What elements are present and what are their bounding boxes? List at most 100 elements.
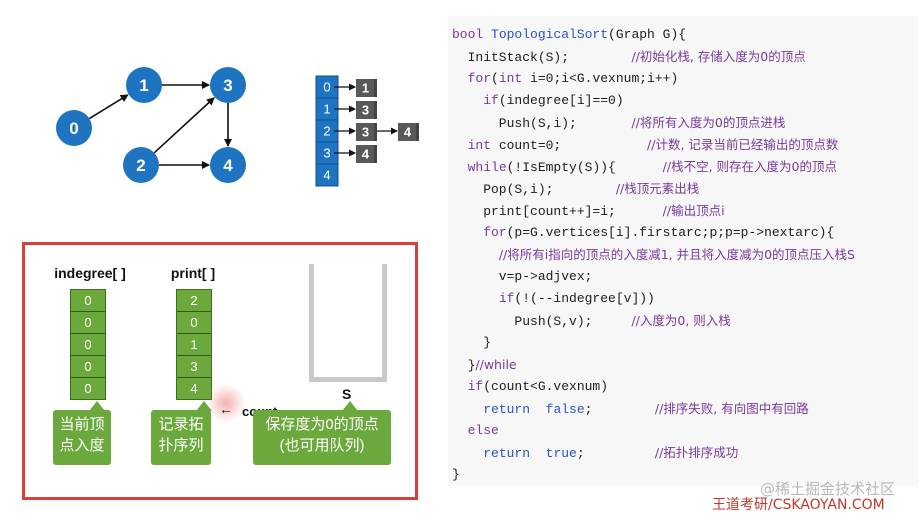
adj-neighbor-node xyxy=(356,123,377,141)
adj-neighbor-label: 3 xyxy=(362,125,369,140)
print-caption: 记录拓 扑序列 xyxy=(151,410,211,465)
stack-left-wall xyxy=(309,264,314,382)
code-token: (Graph G){ xyxy=(608,27,687,42)
code-token: print[count++]=i; xyxy=(452,204,663,219)
code-line: else xyxy=(452,420,499,442)
code-token xyxy=(530,402,546,417)
code-token xyxy=(452,291,499,306)
code-token: //初始化栈, 存储入度为0的顶点 xyxy=(631,49,806,64)
indegree-title: indegree[ ] xyxy=(54,265,126,281)
code-token: else xyxy=(467,423,499,438)
code-token: int xyxy=(467,138,492,153)
graph-node-4 xyxy=(210,147,246,183)
count-highlight xyxy=(206,383,246,423)
print-title: print[ ] xyxy=(170,265,216,281)
indegree-cell: 0 xyxy=(71,334,105,356)
algorithm-state-panel xyxy=(22,242,418,500)
code-line: Push(S,v); //入度为0, 则入栈 xyxy=(452,310,731,332)
code-token: (!IsEmpty(S)){ xyxy=(506,160,663,175)
code-token: } xyxy=(452,358,476,373)
print-caption-line: 记录拓 xyxy=(158,416,204,433)
print-cell: 4 xyxy=(177,378,211,399)
adj-vertex-cell xyxy=(315,163,339,187)
code-token: if xyxy=(467,379,484,394)
wangdao-watermark: 王道考研/CSKAOYAN.COM xyxy=(712,497,885,513)
graph-node-label: 1 xyxy=(139,76,148,95)
code-token: InitStack(S); xyxy=(452,50,632,65)
adj-next-field xyxy=(374,145,377,163)
stack-callout-pointer xyxy=(342,401,358,411)
adj-vertex-label: 4 xyxy=(323,168,330,183)
code-token: count=0; xyxy=(491,138,648,153)
code-line: v=p->adjvex; xyxy=(452,266,593,288)
adj-vertex-label: 0 xyxy=(323,80,330,95)
code-token xyxy=(452,248,499,263)
code-token: } xyxy=(452,467,460,482)
adj-neighbor-node xyxy=(356,145,377,163)
code-token: Push(S,v); xyxy=(452,314,632,329)
graph-node-label: 3 xyxy=(223,76,232,95)
code-token xyxy=(452,446,483,461)
code-token: bool xyxy=(452,27,492,42)
stack-bottom xyxy=(309,377,387,382)
adj-vertex-label: 1 xyxy=(323,102,330,117)
adj-neighbor-node xyxy=(356,79,377,97)
code-line: bool TopologicalSort(Graph G){ xyxy=(452,24,686,46)
code-token: //将所有入度为0的顶点进栈 xyxy=(631,115,786,130)
graph-node-3 xyxy=(210,67,246,103)
code-token: //计数, 记录当前已经输出的顶点数 xyxy=(647,137,839,152)
code-line: InitStack(S); //初始化栈, 存储入度为0的顶点 xyxy=(452,46,806,68)
stack-caption-line: 保存度为0的顶点 xyxy=(265,416,379,433)
adj-neighbor-label: 3 xyxy=(362,103,369,118)
stack-label: S xyxy=(342,386,352,402)
code-line: Pop(S,i); //栈顶元素出栈 xyxy=(452,178,699,200)
code-token: Pop(S,i); xyxy=(452,182,616,197)
adj-neighbor-label: 1 xyxy=(362,81,369,96)
indegree-cell: 0 xyxy=(71,290,105,312)
code-token: false xyxy=(545,402,585,417)
indegree-callout-pointer xyxy=(89,401,105,411)
code-token xyxy=(452,423,468,438)
indegree-caption-line: 当前顶 xyxy=(59,416,105,433)
graph-node-label: 4 xyxy=(223,156,233,175)
code-token: for xyxy=(467,71,492,86)
code-token: //入度为0, 则入栈 xyxy=(631,313,731,328)
code-token xyxy=(452,160,468,175)
code-token: while xyxy=(467,160,507,175)
code-token: (p=G.vertices[i].firstarc;p;p=p->nextarc… xyxy=(506,225,835,240)
code-token: int xyxy=(498,71,523,86)
code-token: //拓扑排序成功 xyxy=(654,445,739,460)
code-token: return xyxy=(483,402,531,417)
stack-caption: 保存度为0的顶点 (也可用队列) xyxy=(253,410,391,465)
indegree-cell: 0 xyxy=(71,312,105,334)
code-token: //排序失败, 有向图中有回路 xyxy=(654,401,809,416)
code-token: i=0;i<G.vexnum;i++) xyxy=(522,71,679,86)
code-token: (count<G.vexnum) xyxy=(483,379,609,394)
code-token: v=p->adjvex; xyxy=(452,269,593,284)
code-token: //栈不空, 则存在入度为0的顶点 xyxy=(662,159,837,174)
code-token xyxy=(452,225,483,240)
code-token: ( xyxy=(491,71,499,86)
code-token: //while xyxy=(475,357,517,372)
graph-node-1 xyxy=(126,67,162,103)
code-line: //将所有i指向的顶点的入度减1, 并且将入度减为0的顶点压入栈S xyxy=(452,244,855,266)
graph-edge-2-3 xyxy=(153,97,215,154)
code-token xyxy=(530,446,546,461)
adj-neighbor-node xyxy=(398,123,419,141)
adj-next-field xyxy=(374,123,377,141)
code-token: ; xyxy=(584,402,655,417)
print-cell: 3 xyxy=(177,356,211,378)
adj-vertex-label: 3 xyxy=(323,146,330,161)
code-line: int count=0; //计数, 记录当前已经输出的顶点数 xyxy=(452,134,839,156)
code-line: for(int i=0;i<G.vexnum;i++) xyxy=(452,68,679,90)
code-token: if xyxy=(483,93,499,108)
code-token: //输出顶点i xyxy=(662,203,725,218)
code-panel: bool TopologicalSort(Graph G){ InitStack… xyxy=(448,16,918,486)
code-token xyxy=(452,93,483,108)
indegree-cell: 0 xyxy=(71,356,105,378)
code-token: Push(S,i); xyxy=(452,116,632,131)
